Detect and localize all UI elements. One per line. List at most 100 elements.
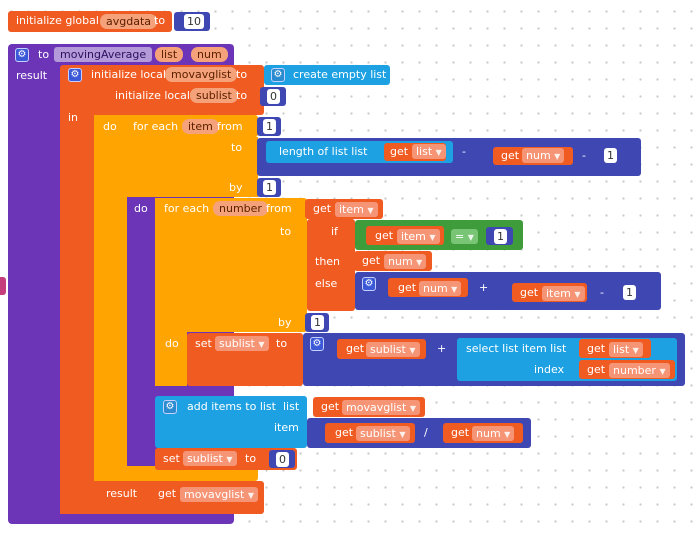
dropdown-arrow-icon: ▼ — [574, 290, 581, 299]
length-of-list-label: length of list list — [279, 145, 368, 158]
get-num-dropdown-1[interactable]: num ▼ — [522, 148, 565, 163]
dropdown-arrow-icon: ▼ — [504, 430, 511, 439]
local-var-sublist[interactable]: sublist — [190, 88, 238, 103]
dropdown-arrow-icon: ▼ — [554, 152, 561, 161]
outer-do-label-2: do — [134, 202, 148, 215]
procedure-name[interactable]: movingAverage — [54, 47, 153, 62]
add-items-list-label: list — [283, 400, 300, 413]
get-num-dropdown-2[interactable]: num ▼ — [384, 254, 427, 269]
outer-for-each-spine — [94, 115, 127, 481]
minus-op-1: - — [462, 145, 466, 158]
select-list-item-label: select list item list — [466, 342, 567, 355]
dropdown-arrow-icon: ▼ — [467, 233, 474, 242]
add-items-label: add items to list — [187, 400, 276, 413]
dropdown-arrow-icon: ▼ — [367, 206, 374, 215]
dropdown-arrow-icon: ▼ — [226, 455, 233, 464]
divide-op: / — [424, 426, 428, 439]
get-num-dropdown-3[interactable]: num ▼ — [419, 281, 462, 296]
set-var-dropdown[interactable]: sublist ▼ — [215, 336, 269, 351]
init-local-gear-icon[interactable]: ⚙ — [68, 68, 82, 82]
init-local-label-2: initialize local — [115, 89, 190, 102]
get-label: get — [321, 400, 340, 413]
global-var-name[interactable]: avgdata — [100, 14, 158, 29]
outer-for-each-args — [127, 137, 258, 197]
get-label: get — [158, 487, 177, 500]
get-label: get — [390, 145, 409, 158]
get-list-dropdown-2[interactable]: list ▼ — [609, 342, 643, 357]
get-num-dropdown-4[interactable]: num ▼ — [472, 426, 515, 441]
get-item-dropdown-2[interactable]: item ▼ — [397, 229, 440, 244]
sublist-init-value[interactable]: 0 — [267, 89, 280, 104]
dropdown-arrow-icon: ▼ — [659, 367, 666, 376]
if-then-else-block[interactable] — [307, 219, 355, 311]
plus-gear-icon[interactable]: ⚙ — [362, 277, 376, 291]
inner-to-label: to — [280, 225, 292, 238]
procedure-body-gap — [55, 520, 235, 533]
outer-from-value[interactable]: 1 — [263, 119, 276, 134]
get-item-dropdown-1[interactable]: item ▼ — [335, 202, 378, 217]
procedure-gear-icon[interactable]: ⚙ — [15, 48, 29, 62]
inner-by-value[interactable]: 1 — [311, 315, 324, 330]
add-items-block[interactable] — [155, 396, 307, 448]
get-movavglist-dropdown-1[interactable]: movavglist ▼ — [342, 400, 421, 415]
offscreen-block-edge[interactable] — [0, 277, 6, 295]
get-label: get — [587, 363, 606, 376]
create-empty-list-block[interactable] — [264, 65, 390, 85]
get-sublist-dropdown-1[interactable]: sublist ▼ — [366, 342, 420, 357]
set-var-dropdown-2[interactable]: sublist ▼ — [183, 451, 237, 466]
then-label: then — [315, 255, 341, 268]
minus-op-3: - — [600, 286, 604, 299]
plus-op-1: + — [479, 281, 489, 294]
get-number-dropdown[interactable]: number ▼ — [609, 363, 670, 378]
add-items-gear-icon[interactable]: ⚙ — [163, 400, 177, 414]
dropdown-arrow-icon: ▼ — [416, 258, 423, 267]
global-to-label: to — [154, 14, 166, 27]
add-items-item-label: item — [274, 421, 299, 434]
get-label: get — [362, 254, 381, 267]
outer-by-label: by — [229, 181, 243, 194]
inner-by-label: by — [278, 316, 292, 329]
get-list-dropdown-1[interactable]: list ▼ — [412, 144, 446, 159]
get-label: get — [346, 342, 365, 355]
dropdown-arrow-icon: ▼ — [247, 491, 255, 500]
plus-op-2: + — [437, 342, 447, 355]
minus-value-2[interactable]: 1 — [623, 285, 636, 300]
get-sublist-dropdown-2[interactable]: sublist ▼ — [356, 426, 410, 441]
set-zero-value[interactable]: 0 — [276, 452, 289, 467]
global-value[interactable]: 10 — [184, 14, 204, 29]
dropdown-arrow-icon: ▼ — [632, 346, 639, 355]
outer-by-value[interactable]: 1 — [263, 180, 276, 195]
outer-from-label: from — [217, 120, 243, 133]
create-empty-list-label: create empty list — [293, 68, 387, 81]
inner-loop-var-number[interactable]: number — [213, 201, 268, 216]
dropdown-arrow-icon: ▼ — [429, 233, 436, 242]
inner-from-label: from — [266, 202, 292, 215]
local-var-movavglist[interactable]: movavglist — [165, 67, 238, 82]
get-label: get — [335, 426, 354, 439]
procedure-to-label: to — [38, 48, 50, 61]
create-list-gear-icon[interactable]: ⚙ — [271, 68, 285, 82]
index-label: index — [534, 363, 565, 376]
dropdown-arrow-icon: ▼ — [451, 285, 458, 294]
if-label: if — [331, 225, 338, 238]
param-num[interactable]: num — [191, 47, 228, 62]
get-item-dropdown-3[interactable]: item ▼ — [542, 286, 585, 301]
set-label-2: set — [163, 452, 180, 465]
inner-do-label: do — [165, 337, 179, 350]
outer-loop-var-item[interactable]: item — [182, 119, 219, 134]
plus-gear-icon-2[interactable]: ⚙ — [310, 337, 324, 351]
equals-value[interactable]: 1 — [494, 229, 507, 244]
set-label: set — [195, 337, 212, 350]
get-movavglist-dropdown-2[interactable]: movavglist ▼ — [180, 487, 259, 502]
equals-dropdown[interactable]: = ▼ — [451, 229, 478, 244]
dropdown-arrow-icon: ▼ — [409, 404, 417, 413]
init-local-to2: to — [236, 89, 248, 102]
dropdown-arrow-icon: ▼ — [409, 346, 416, 355]
procedure-result-label: result — [16, 69, 48, 82]
else-label: else — [315, 277, 338, 290]
init-local-spine — [60, 110, 94, 514]
minus-value-1[interactable]: 1 — [604, 148, 617, 163]
param-list[interactable]: list — [155, 47, 184, 62]
global-init-label: initialize global — [16, 14, 99, 27]
dropdown-arrow-icon: ▼ — [399, 430, 406, 439]
